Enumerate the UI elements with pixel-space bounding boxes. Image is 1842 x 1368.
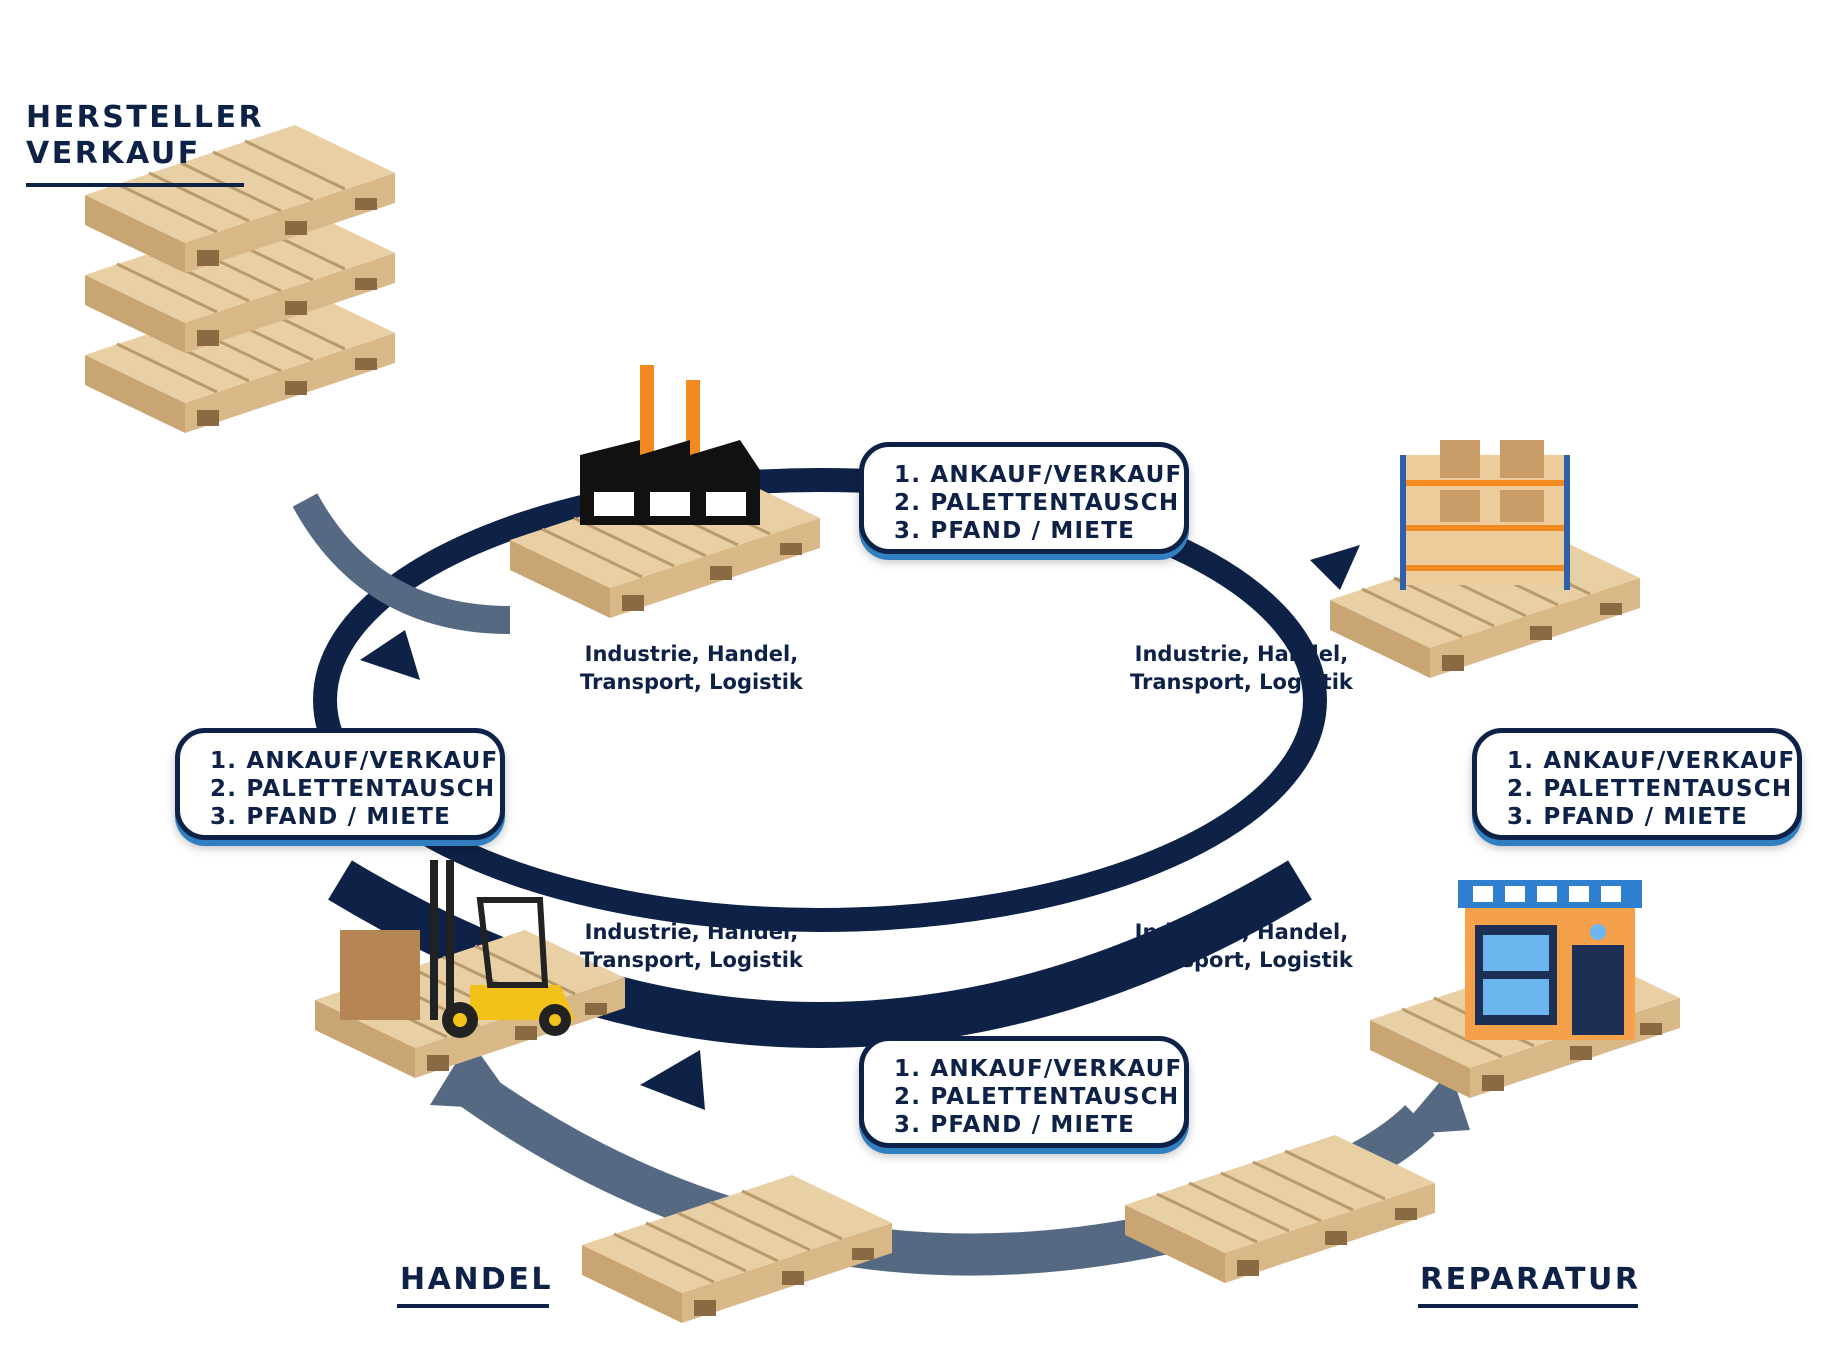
sector-line: Industrie, Handel, xyxy=(584,920,799,944)
heading-reparatur: REPARATUR xyxy=(1420,1262,1641,1297)
heading-verkauf: VERKAUF xyxy=(26,136,201,171)
options-box-top: 1. ANKAUF/VERKAUF 2. PALETTENTAUSCH 3. P… xyxy=(859,442,1189,554)
sector-label: Industrie, Handel, Transport, Logistik xyxy=(580,640,803,696)
heading-underline xyxy=(397,1304,549,1308)
sector-line: Transport, Logistik xyxy=(1130,670,1353,694)
sector-line: Industrie, Handel, xyxy=(1134,920,1349,944)
option-line: 2. PALETTENTAUSCH xyxy=(894,490,1180,516)
option-line: 2. PALETTENTAUSCH xyxy=(1507,776,1793,802)
heading-hersteller: HERSTELLER xyxy=(26,100,265,135)
factory-icon xyxy=(580,365,760,525)
heading-underline xyxy=(1418,1304,1638,1308)
sector-line: Transport, Logistik xyxy=(580,670,803,694)
ring-arrow-head-right xyxy=(1310,545,1360,590)
ring-arrow-head-left xyxy=(360,630,420,680)
option-line: 3. PFAND / MIETE xyxy=(210,804,451,830)
sector-label: Industrie, Handel, Transport, Logistik xyxy=(1130,918,1353,974)
option-line: 2. PALETTENTAUSCH xyxy=(894,1084,1180,1110)
sector-line: Industrie, Handel, xyxy=(584,642,799,666)
heading-underline xyxy=(26,183,244,187)
slate-flow-hersteller xyxy=(292,493,511,634)
options-box-right: 1. ANKAUF/VERKAUF 2. PALETTENTAUSCH 3. P… xyxy=(1472,728,1802,840)
option-line: 1. ANKAUF/VERKAUF xyxy=(894,462,1183,488)
option-line: 1. ANKAUF/VERKAUF xyxy=(894,1056,1183,1082)
cycle-ring xyxy=(313,468,1327,932)
slate-arrow-head-left xyxy=(430,1040,520,1110)
warehouse-shelf-icon xyxy=(1400,440,1570,590)
sector-line: Transport, Logistik xyxy=(580,948,803,972)
shop-icon xyxy=(1458,880,1642,1040)
option-line: 3. PFAND / MIETE xyxy=(894,1112,1135,1138)
options-box-left: 1. ANKAUF/VERKAUF 2. PALETTENTAUSCH 3. P… xyxy=(175,728,505,840)
sector-line: Transport, Logistik xyxy=(1130,948,1353,972)
ring-arrow-head-bottom xyxy=(640,1050,705,1110)
option-line: 3. PFAND / MIETE xyxy=(1507,804,1748,830)
option-line: 3. PFAND / MIETE xyxy=(894,518,1135,544)
options-box-bottom: 1. ANKAUF/VERKAUF 2. PALETTENTAUSCH 3. P… xyxy=(859,1036,1189,1148)
option-line: 1. ANKAUF/VERKAUF xyxy=(1507,748,1796,774)
sector-label: Industrie, Handel, Transport, Logistik xyxy=(580,918,803,974)
sector-line: Industrie, Handel, xyxy=(1134,642,1349,666)
option-line: 1. ANKAUF/VERKAUF xyxy=(210,748,499,774)
heading-handel: HANDEL xyxy=(400,1262,553,1297)
forklift-icon xyxy=(340,860,575,1038)
sector-label: Industrie, Handel, Transport, Logistik xyxy=(1130,640,1353,696)
option-line: 2. PALETTENTAUSCH xyxy=(210,776,496,802)
